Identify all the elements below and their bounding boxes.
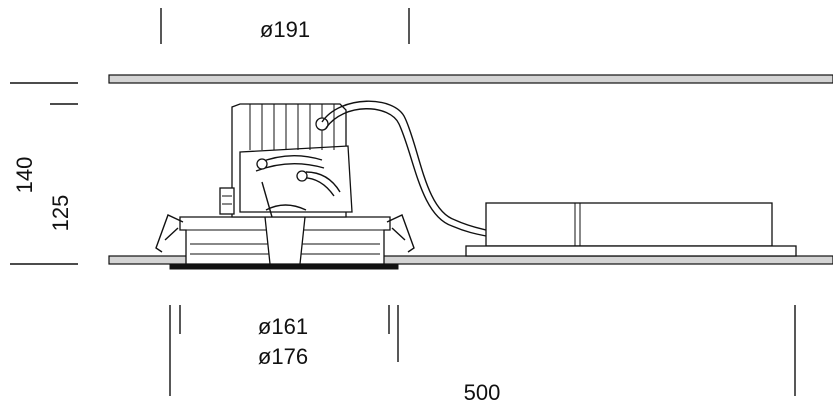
right-spring-clip — [386, 214, 415, 253]
height-outer-label: 140 — [12, 157, 37, 194]
height-inner-label: 125 — [48, 195, 73, 232]
bottom-diameter-dimensions: ø161 ø176 500 — [169, 305, 796, 405]
power-cable — [321, 100, 487, 231]
top-diameter-dimension: ø191 — [160, 8, 410, 44]
bottom-diameter-inner-label: ø161 — [258, 314, 308, 339]
top-diameter-label: ø191 — [260, 17, 310, 42]
total-length-label: 500 — [464, 380, 501, 405]
height-dimensions: 140 125 — [10, 82, 78, 265]
left-spring-clip — [155, 214, 184, 253]
trim-flange — [169, 263, 399, 270]
side-connector — [219, 187, 235, 215]
ceiling-top-plate — [108, 74, 833, 84]
downlight-luminaire — [155, 103, 415, 270]
heat-sink-fins — [249, 104, 335, 150]
led-driver-box — [465, 202, 797, 257]
bottom-diameter-outer-label: ø176 — [258, 344, 308, 369]
